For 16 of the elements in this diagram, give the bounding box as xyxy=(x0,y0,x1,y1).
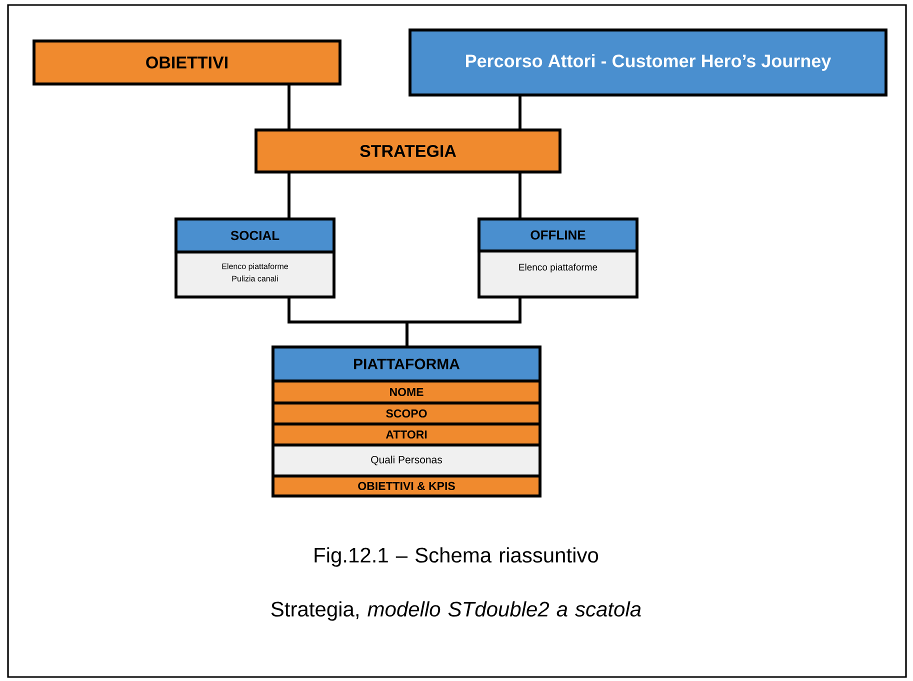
connector-line xyxy=(406,298,522,346)
card-box: SOCIAL Elenco piattaforme Pulizia canali xyxy=(174,218,336,298)
connector-line xyxy=(288,173,290,218)
table-row: NOME xyxy=(272,380,542,404)
process-box: Percorso Attori - Customer Hero’s Journey xyxy=(408,28,888,96)
card-box: OFFLINE Elenco piattaforme xyxy=(478,218,638,298)
process-box: STRATEGIA xyxy=(254,128,562,174)
table-row: OBIETTIVI & KPIS xyxy=(272,474,542,498)
caption: Fig.12.1 – Schema riassuntivo Strategia, modello STdouble2 a scatola xyxy=(271,547,641,621)
table-row: ATTORI xyxy=(272,422,542,446)
table-row: Quali Personas xyxy=(272,444,542,478)
connector-line xyxy=(518,173,522,218)
process-box: OBIETTIVI xyxy=(32,40,342,86)
connector-line xyxy=(518,96,522,129)
connector-line xyxy=(288,85,290,129)
table-row: SCOPO xyxy=(272,402,542,426)
